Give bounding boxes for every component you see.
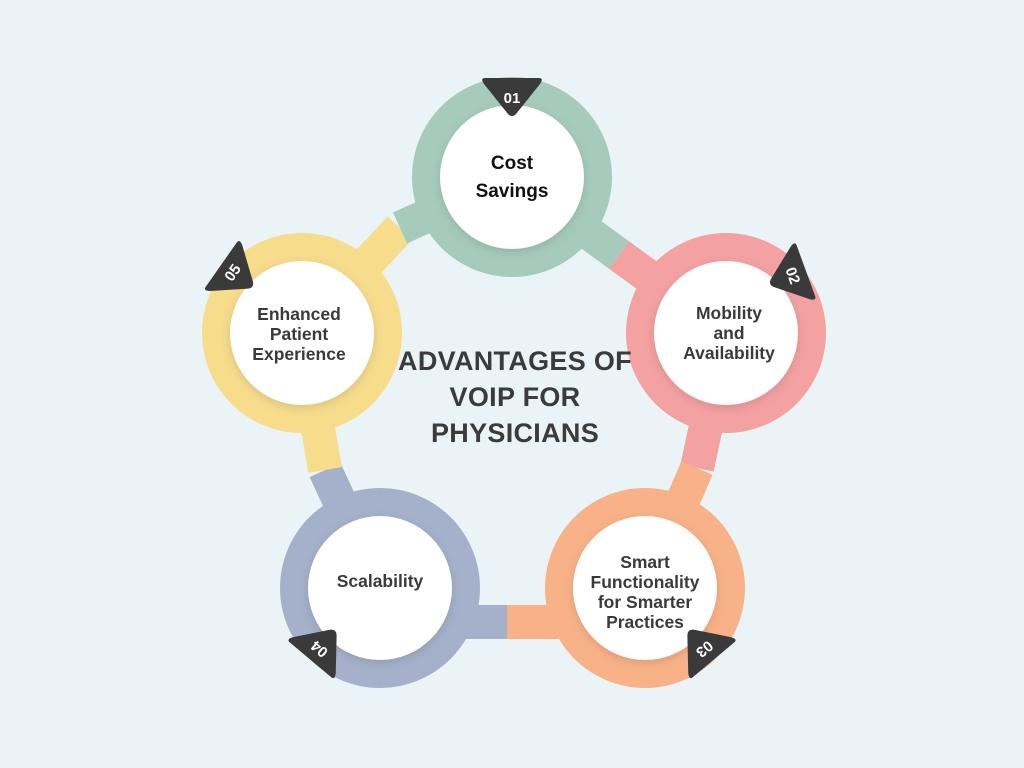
node-02-line-3: Availability [683,343,775,363]
node-03-line-4: Practices [606,612,684,632]
badge-01-shape [482,78,542,116]
node-04-label: Scalability [310,571,450,591]
title-line-2: VOIP FOR [449,382,581,412]
node-04-line-1: Scalability [336,571,424,591]
inner-circles [230,105,798,660]
node-01-circle [440,105,584,249]
node-01-line-1: Cost [490,153,534,174]
badge-01: 01 [482,78,542,116]
node-03-circle [573,516,717,660]
node-01-line-2: Savings [475,181,549,202]
badge-02-shape [769,243,816,300]
node-04-circle [308,516,452,660]
badge-04-shape [288,629,337,679]
node-01-label: Cost Savings [442,150,582,206]
badge-03-shape [687,629,736,679]
node-05-line-2: Patient [269,324,329,344]
node-03-line-1: Smart [620,552,670,572]
node-05-label: Enhanced Patient Experience [229,304,369,364]
badge-01-number: 01 [504,90,521,107]
badge-05: 05 [204,241,254,292]
node-05-circle [230,261,374,405]
title-line-1: ADVANTAGES OF [398,346,632,376]
node-03-label: Smart Functionality for Smarter Practice… [570,552,720,632]
node-03-line-2: Functionality [590,572,700,592]
badge-03: 03 [687,629,736,679]
badge-04: 04 [288,629,337,679]
badge-05-shape [204,241,254,292]
diagram-title: ADVANTAGES OF VOIP FOR PHYSICIANS [375,343,655,451]
node-02-line-2: and [713,323,745,343]
node-02-circle [654,261,798,405]
node-02-line-1: Mobility [695,303,763,323]
node-03-line-3: for Smarter [597,592,693,612]
node-05-line-1: Enhanced [257,304,341,324]
badge-02: 02 [769,243,816,300]
badge-05-number: 05 [221,261,244,284]
badge-02-number: 02 [781,265,803,286]
node-02-label: Mobility and Availability [659,303,799,363]
node-05-line-3: Experience [252,344,346,364]
title-line-3: PHYSICIANS [430,418,600,448]
